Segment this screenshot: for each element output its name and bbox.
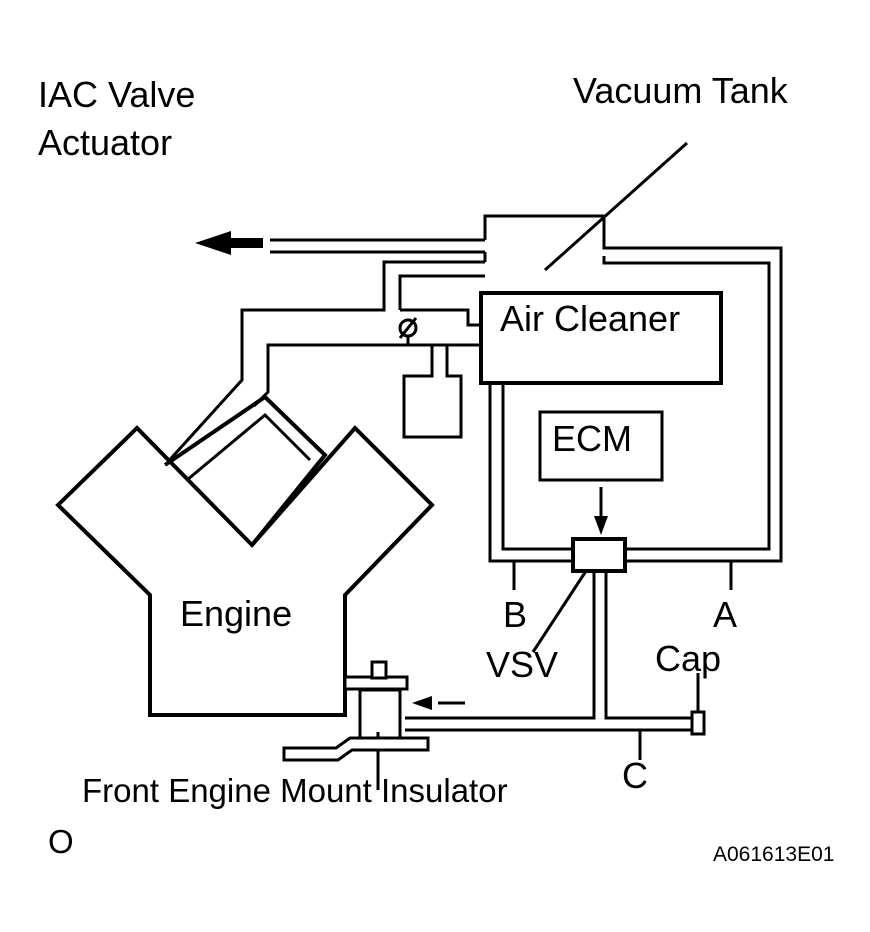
iac-valve-label-line1: IAC Valve: [38, 74, 195, 115]
ecm-box: [538, 410, 664, 482]
port-a-hose: [602, 240, 783, 590]
mount-label: Front Engine Mount Insulator: [82, 772, 508, 809]
upper-hoses: [163, 214, 606, 467]
cap-plug: [690, 710, 706, 736]
air-cleaner-label: Air Cleaner: [500, 298, 680, 339]
cap-label: Cap: [655, 638, 721, 679]
engine-label: Engine: [180, 593, 292, 634]
engine-block: [55, 425, 435, 717]
port-b-hose: [488, 384, 573, 590]
air-cleaner-box: [479, 291, 723, 385]
intake-manifold: [163, 394, 328, 547]
engine-mount: [282, 660, 465, 790]
port-b-label: B: [503, 594, 527, 635]
vacuum-tank-leader: [544, 141, 688, 272]
vsv-leader: [531, 570, 588, 653]
port-c-label: C: [622, 755, 648, 796]
ecm-label: ECM: [552, 418, 632, 459]
iac-arrow: [195, 231, 263, 255]
corner-mark: O: [48, 823, 74, 860]
port-c-hose: [405, 571, 692, 760]
vacuum-tank-label: Vacuum Tank: [573, 70, 789, 111]
figure-id: A061613E01: [713, 843, 834, 866]
vsv-valve: [571, 537, 627, 573]
vsv-label: VSV: [486, 644, 558, 685]
iac-valve-label-line2: Actuator: [38, 122, 172, 163]
port-a-label: A: [713, 594, 737, 635]
ecm-signal-arrow: [594, 487, 608, 535]
